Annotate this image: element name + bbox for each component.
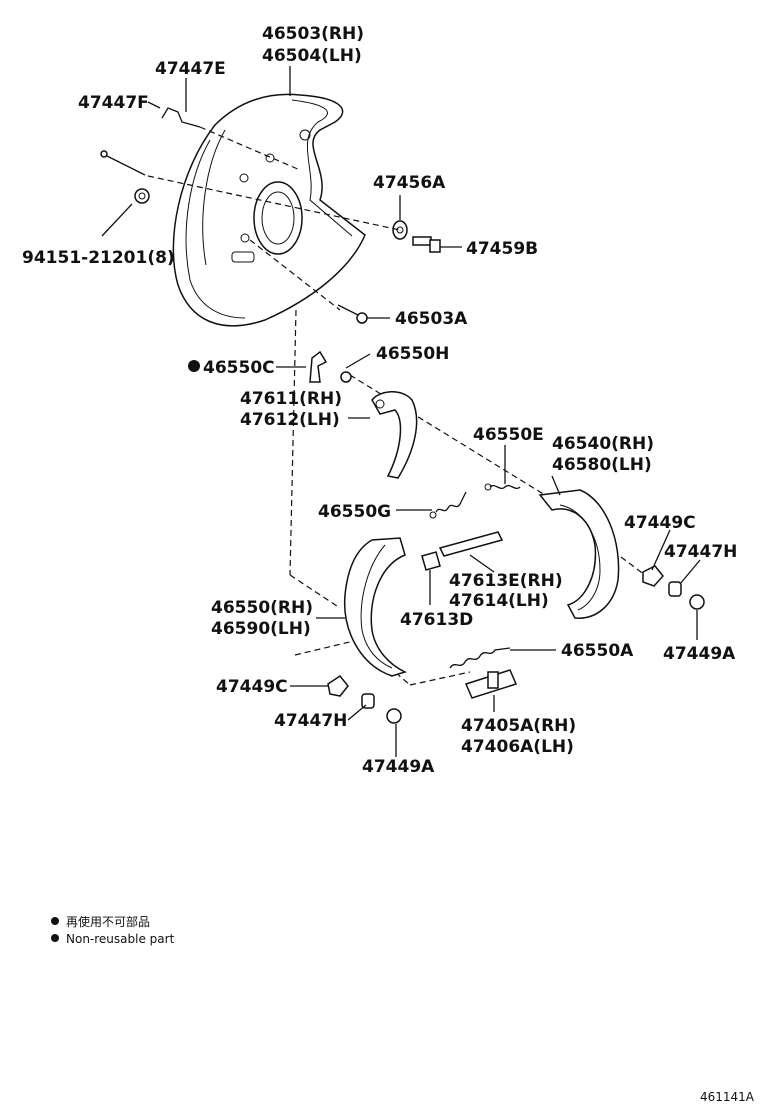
label-47449c-left: 47449C <box>216 677 288 697</box>
label-46550h: 46550H <box>376 344 449 364</box>
label-46540-rh: 46540(RH) <box>552 434 654 454</box>
pin-47449a-left <box>386 708 402 724</box>
label-47406a-lh: 47406A(LH) <box>461 737 574 757</box>
label-46550g: 46550G <box>318 502 391 522</box>
assembly-lines <box>147 126 646 686</box>
label-46550a: 46550A <box>561 641 634 661</box>
label-46550c: 46550C <box>203 358 275 378</box>
label-47447h-left: 47447H <box>274 711 347 731</box>
strut-47613e <box>438 531 504 557</box>
label-46504-lh: 46504(LH) <box>262 46 362 66</box>
label-47449a-right: 47449A <box>663 644 736 664</box>
legend-bullet-jp <box>51 917 59 925</box>
legend-bullet-en <box>51 934 59 942</box>
label-47456a: 47456A <box>373 173 446 193</box>
label-47447f: 47447F <box>78 93 149 113</box>
washer-47456a <box>392 220 408 240</box>
nut-94151 <box>134 188 150 204</box>
brake-shoe-46540 <box>538 489 620 619</box>
label-47613e-rh: 47613E(RH) <box>449 571 563 591</box>
label-47613d: 47613D <box>400 610 473 630</box>
leader-lines <box>101 66 701 757</box>
label-46503a: 46503A <box>395 309 468 329</box>
label-46550-rh: 46550(RH) <box>211 598 313 618</box>
legend-text-jp: 再使用不可部品 <box>66 914 150 929</box>
label-47447e: 47447E <box>155 59 226 79</box>
non-reusable-marker <box>188 360 200 372</box>
legend: 再使用不可部品 Non-reusable part <box>51 914 175 946</box>
label-46503-rh: 46503(RH) <box>262 24 364 44</box>
label-47611-rh: 47611(RH) <box>240 389 342 409</box>
backing-plate <box>172 93 366 327</box>
spring-46550g <box>429 491 467 519</box>
brake-shoe-46550 <box>343 537 408 677</box>
pin-47447f <box>100 150 146 176</box>
spring-47613d <box>421 551 441 571</box>
spring-46550e <box>484 483 521 491</box>
label-47459b: 47459B <box>466 239 538 259</box>
hold-down-cup-47449c-left <box>327 674 349 697</box>
hold-down-spring-47447h-left <box>361 693 375 709</box>
label-47447h-right: 47447H <box>664 542 737 562</box>
label-47449c-right: 47449C <box>624 513 696 533</box>
label-46590-lh: 46590(LH) <box>211 619 311 639</box>
hold-down-spring-47447h-right <box>668 581 682 597</box>
label-94151: 94151-21201(8) <box>22 248 175 268</box>
bolt-47459b <box>412 236 441 253</box>
pin-47449a-right <box>689 594 705 610</box>
label-47449a-left: 47449A <box>362 757 435 777</box>
wire-47447e <box>161 107 201 128</box>
label-47612-lh: 47612(LH) <box>240 410 340 430</box>
parking-lever-47611 <box>371 391 418 479</box>
label-46550e: 46550E <box>473 425 544 445</box>
label-47405a-rh: 47405A(RH) <box>461 716 576 736</box>
bolt-46503a <box>337 304 368 324</box>
label-46580-lh: 46580(LH) <box>552 455 652 475</box>
washer-46550h <box>340 371 352 383</box>
adjuster-47405a <box>464 669 518 699</box>
clip-46550c <box>309 350 328 383</box>
label-47614-lh: 47614(LH) <box>449 591 549 611</box>
spring-46550a <box>449 647 511 669</box>
legend-text-en: Non-reusable part <box>66 932 175 946</box>
figure-id: 461141A <box>700 1090 755 1104</box>
